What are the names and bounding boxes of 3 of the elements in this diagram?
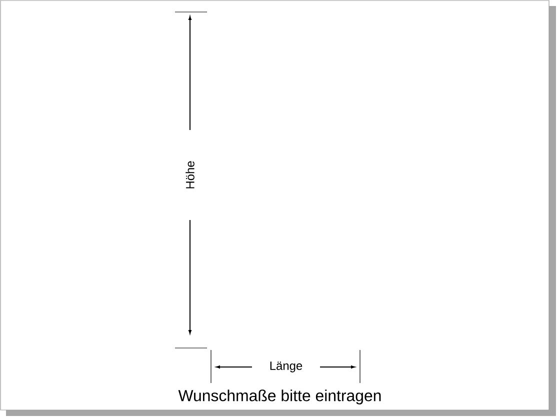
dimension-label: Höhe [186, 161, 194, 188]
caption: Wunschmaße bitte eintragen [178, 390, 381, 404]
dimension-label: Länge [270, 362, 302, 372]
